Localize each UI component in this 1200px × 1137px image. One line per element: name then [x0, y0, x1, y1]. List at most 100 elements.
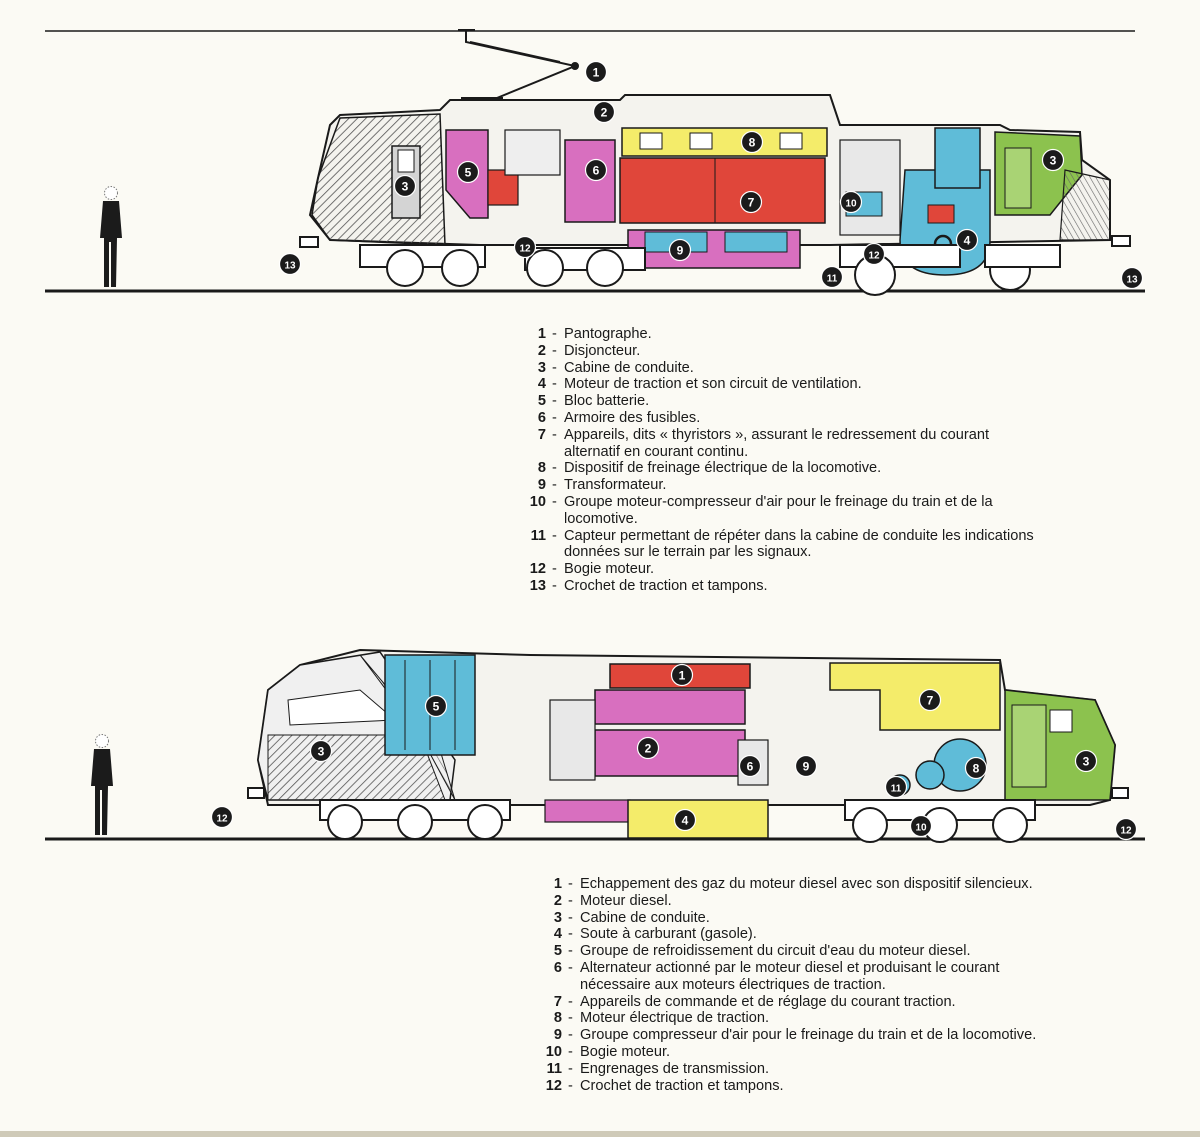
callout-badge-circle	[670, 663, 694, 687]
legend-number: 12	[529, 561, 546, 578]
electric-callout-9: 9	[668, 238, 692, 262]
legend-number: 10	[545, 1043, 562, 1060]
legend-dash: -	[552, 561, 557, 578]
legend-dash: -	[568, 1060, 573, 1077]
diesel-callout-12: 12	[1114, 817, 1138, 841]
legend-text: Crochet de traction et tampons.	[564, 577, 768, 594]
legend-dash: -	[552, 426, 557, 443]
callout-badge-number: 1	[593, 66, 600, 80]
callout-badge-circle	[584, 158, 608, 182]
electric-callout-4: 4	[955, 228, 979, 252]
callout-badge-number: 10	[915, 823, 927, 834]
electric-callout-12: 12	[513, 235, 537, 259]
callout-badge-circle	[513, 235, 537, 259]
legend-dash: -	[552, 477, 557, 494]
legend-text: Soute à carburant (gasole).	[580, 926, 757, 943]
legend-number: 11	[530, 527, 546, 544]
legend-dash: -	[568, 926, 573, 943]
electric-legend-item-6: 6-Armoire des fusibles.	[524, 410, 1164, 427]
legend-text: Capteur permettant de répéter dans la ca…	[564, 527, 1034, 561]
legend-number: 5	[537, 393, 546, 410]
callout-badge-circle	[738, 754, 762, 778]
callout-badge-number: 12	[519, 244, 531, 255]
diesel-legend-item-3: 3-Cabine de conduite.	[540, 910, 1180, 927]
legend-text: Cabine de conduite.	[580, 909, 710, 926]
callout-badge-circle	[955, 228, 979, 252]
electric-legend-item-2: 2-Disjoncteur.	[524, 343, 1164, 360]
callout-badge-number: 1	[679, 669, 686, 683]
legend-dash: -	[552, 326, 557, 342]
electric-legend-item-10: 10-Groupe moteur-compresseur d'air pour …	[524, 494, 1164, 528]
legend-text: Echappement des gaz du moteur diesel ave…	[580, 876, 1033, 892]
diesel-legend-item-2: 2-Moteur diesel.	[540, 893, 1180, 910]
legend-dash: -	[552, 527, 557, 544]
legend-number: 1	[537, 326, 546, 342]
legend-dash: -	[552, 493, 557, 510]
callout-badge-circle	[673, 808, 697, 832]
callout-badge-number: 3	[402, 180, 409, 194]
legend-text: Appareils, dits « thyristors », assurant…	[564, 426, 990, 460]
diesel-legend-item-9: 9-Groupe compresseur d'air pour le frein…	[540, 1027, 1180, 1044]
callout-badge-circle	[740, 130, 764, 154]
electric-legend-item-3: 3-Cabine de conduite.	[524, 360, 1164, 377]
callout-badge-circle	[278, 252, 302, 276]
electric-legend: 1-Pantographe.2-Disjoncteur.3-Cabine de …	[524, 326, 1164, 595]
diesel-callout-6: 6	[738, 754, 762, 778]
legend-text: Armoire des fusibles.	[564, 409, 701, 426]
legend-text: Bogie moteur.	[580, 1043, 671, 1060]
legend-dash: -	[568, 1027, 573, 1044]
diesel-locomotive	[45, 648, 1145, 843]
legend-number: 9	[537, 477, 546, 494]
callout-badge-number: 10	[845, 199, 857, 210]
electric-legend-item-7: 7-Appareils, dits « thyristors », assura…	[524, 427, 1164, 461]
diesel-callout-5: 5	[424, 694, 448, 718]
legend-text: Pantographe.	[564, 326, 652, 342]
electric-callout-13: 13	[278, 252, 302, 276]
diesel-callout-9: 9	[794, 754, 818, 778]
callout-badge-number: 2	[645, 742, 652, 756]
legend-number: 2	[537, 342, 546, 359]
legend-text: Groupe compresseur d'air pour le freinag…	[580, 1027, 1037, 1044]
callout-badge-circle	[964, 756, 988, 780]
legend-text: Alternateur actionné par le moteur diese…	[580, 959, 1000, 993]
electric-legend-item-12: 12-Bogie moteur.	[524, 561, 1164, 578]
legend-number: 7	[553, 993, 562, 1010]
legend-dash: -	[568, 1010, 573, 1027]
callout-badge-circle	[393, 174, 417, 198]
diesel-callout-1: 1	[670, 663, 694, 687]
callout-badge-number: 12	[868, 251, 880, 262]
callout-badge-circle	[456, 160, 480, 184]
human-figure-icon	[100, 186, 122, 287]
electric-callout-1: 1	[584, 60, 608, 84]
callout-badge-number: 5	[465, 166, 472, 180]
electric-callout-5: 5	[456, 160, 480, 184]
legend-text: Appareils de commande et de réglage du c…	[580, 993, 956, 1010]
callout-badge-number: 4	[682, 814, 689, 828]
legend-number: 5	[553, 943, 562, 960]
diesel-legend-item-8: 8-Moteur électrique de traction.	[540, 1010, 1180, 1027]
callout-badge-circle	[309, 739, 333, 763]
legend-text: Engrenages de transmission.	[580, 1060, 770, 1077]
callout-badge-circle	[668, 238, 692, 262]
electric-legend-item-9: 9-Transformateur.	[524, 477, 1164, 494]
legend-number: 6	[537, 409, 546, 426]
callout-badge-circle	[1041, 148, 1065, 172]
electric-callout-10: 10	[839, 190, 863, 214]
callout-badge-circle	[424, 694, 448, 718]
legend-text: Dispositif de freinage électrique de la …	[564, 460, 882, 477]
electric-callout-8: 8	[740, 130, 764, 154]
legend-dash: -	[568, 943, 573, 960]
callout-badge-circle	[862, 242, 886, 266]
page-bottom-edge	[0, 1131, 1200, 1137]
diesel-legend-item-4: 4-Soute à carburant (gasole).	[540, 926, 1180, 943]
diesel-legend-item-10: 10-Bogie moteur.	[540, 1044, 1180, 1061]
legend-dash: -	[552, 577, 557, 594]
pantograph	[458, 29, 579, 109]
electric-callout-6: 6	[584, 158, 608, 182]
diesel-callout-8: 8	[964, 756, 988, 780]
diesel-callout-4: 4	[673, 808, 697, 832]
legend-dash: -	[568, 1077, 573, 1094]
legend-text: Cabine de conduite.	[564, 359, 694, 376]
callout-badge-circle	[884, 775, 908, 799]
